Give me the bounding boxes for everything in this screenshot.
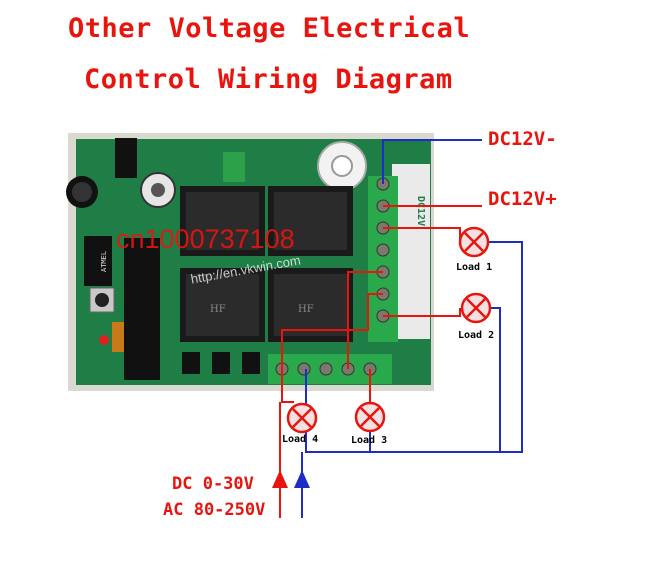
lamp-load2-icon bbox=[460, 292, 492, 324]
title-line-2: Control Wiring Diagram bbox=[84, 64, 453, 95]
label-load-1: Load 1 bbox=[456, 262, 493, 273]
title-line-1: Other Voltage Electrical bbox=[68, 13, 471, 44]
transistor-3 bbox=[242, 352, 260, 374]
svg-text:HF: HF bbox=[210, 304, 226, 315]
relay-2 bbox=[268, 186, 353, 256]
decoder-ic bbox=[124, 238, 160, 380]
transistor-2 bbox=[212, 352, 230, 374]
terminal-dc12v-text: DC12V bbox=[415, 196, 426, 226]
label-supply-ac: AC 80-250V bbox=[163, 500, 266, 520]
label-dc12v-positive: DC12V+ bbox=[488, 188, 557, 210]
lamp-load3-icon bbox=[354, 401, 386, 433]
orange-cap bbox=[112, 322, 126, 352]
svg-text:HF: HF bbox=[298, 304, 314, 315]
relay-3 bbox=[180, 268, 265, 342]
label-load-3: Load 3 bbox=[351, 435, 388, 446]
label-load-2: Load 2 bbox=[458, 330, 495, 341]
label-dc12v-negative: DC12V- bbox=[488, 128, 557, 150]
push-button bbox=[95, 293, 109, 307]
led bbox=[99, 335, 109, 345]
arrow-blue-icon bbox=[294, 470, 310, 488]
arrow-red-icon bbox=[272, 470, 288, 488]
label-load-4: Load 4 bbox=[282, 434, 319, 445]
terminal-strip-bg bbox=[392, 164, 430, 339]
wire-load2-red bbox=[383, 308, 461, 317]
relay-1 bbox=[180, 186, 265, 256]
trimmer bbox=[223, 152, 245, 182]
top-connector bbox=[115, 138, 137, 178]
wire-load2-blue bbox=[490, 307, 501, 452]
watermark-id: cn1000737108 bbox=[116, 224, 295, 254]
wire-dc12v-negative bbox=[382, 139, 482, 184]
svg-text:ATMEL: ATMEL bbox=[100, 251, 108, 272]
wire-load3-red bbox=[347, 271, 383, 369]
wire-load4-lamp bbox=[281, 369, 294, 403]
transistor-1 bbox=[182, 352, 200, 374]
lamp-load1-icon bbox=[458, 226, 490, 258]
wire-load4-red bbox=[281, 293, 383, 369]
chip-small bbox=[84, 236, 112, 286]
lamp-load4-icon bbox=[286, 402, 318, 434]
label-supply-dc: DC 0-30V bbox=[172, 474, 254, 494]
